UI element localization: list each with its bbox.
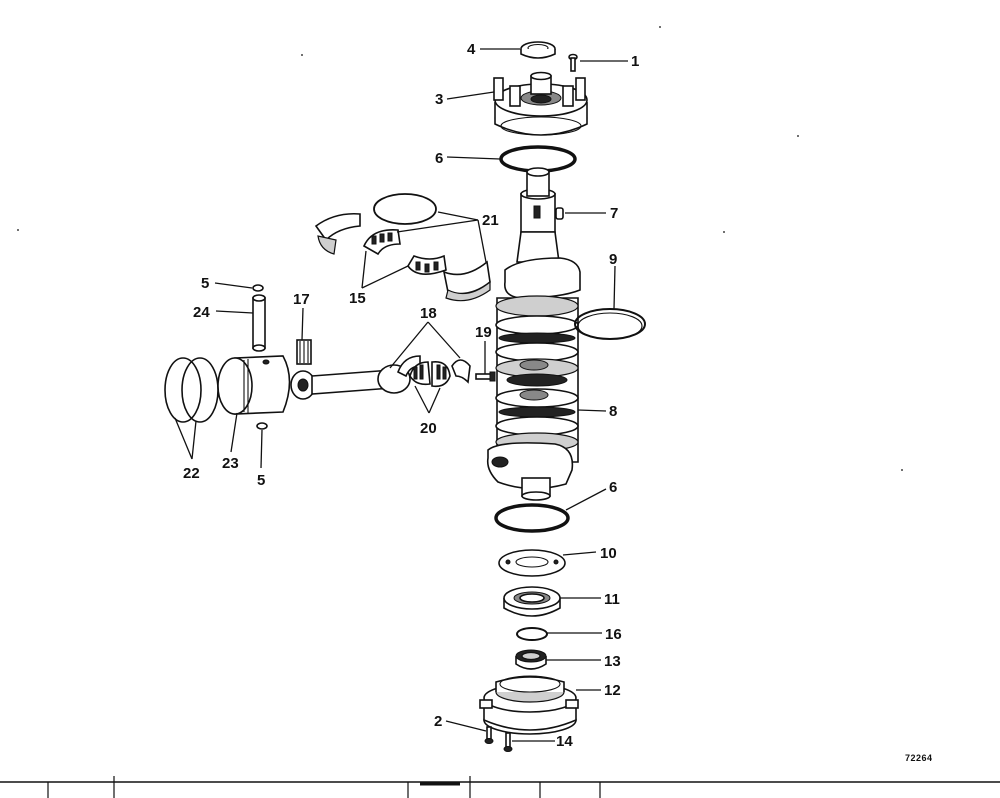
part-19-rod-bolt bbox=[475, 371, 496, 382]
callout-11: 11 bbox=[604, 591, 620, 608]
callout-24: 24 bbox=[193, 304, 210, 321]
callout-labels: 1 2 3 4 5 5 6 6 7 8 9 10 11 12 13 14 15 … bbox=[183, 41, 639, 750]
part-17-needle-cage bbox=[296, 339, 312, 365]
part-5-upper-clip bbox=[252, 284, 264, 292]
callout-4: 4 bbox=[467, 41, 476, 58]
callout-1: 1 bbox=[631, 53, 639, 70]
part-23-piston bbox=[217, 355, 291, 415]
part-8-crankshaft bbox=[486, 167, 581, 501]
part-24-wrist-pin bbox=[252, 294, 266, 352]
callout-12: 12 bbox=[604, 682, 621, 699]
part-11-ball-bearing bbox=[503, 586, 561, 617]
callout-10: 10 bbox=[600, 545, 617, 562]
connecting-rod bbox=[290, 364, 411, 400]
callout-13: 13 bbox=[604, 653, 621, 670]
callout-23: 23 bbox=[222, 455, 239, 472]
part-1-screw bbox=[568, 53, 578, 72]
callout-7: 7 bbox=[610, 205, 618, 222]
callout-19: 19 bbox=[475, 324, 492, 341]
part-6-lower-o-ring bbox=[494, 503, 570, 533]
callout-16: 16 bbox=[605, 626, 622, 643]
part-12-lower-housing bbox=[479, 675, 579, 735]
callout-9: 9 bbox=[609, 251, 617, 268]
part-3-upper-housing bbox=[493, 71, 588, 136]
callout-5-lower: 5 bbox=[257, 472, 265, 489]
part-10-thrust-washer bbox=[498, 549, 566, 577]
part-5-lower-clip bbox=[256, 422, 268, 430]
part-14-screw bbox=[503, 732, 513, 752]
callout-21: 21 bbox=[482, 212, 499, 229]
callout-3: 3 bbox=[435, 91, 443, 108]
callout-8: 8 bbox=[609, 403, 617, 420]
callout-6-lower: 6 bbox=[609, 479, 617, 496]
part-7-key bbox=[555, 207, 564, 220]
part-15-needle-bearing bbox=[362, 229, 447, 275]
part-20-rod-bearing bbox=[409, 360, 451, 388]
scan-specks bbox=[17, 26, 903, 471]
callout-6-upper: 6 bbox=[435, 150, 443, 167]
part-16-retaining-ring bbox=[516, 627, 548, 641]
callout-17: 17 bbox=[293, 291, 310, 308]
callout-14: 14 bbox=[556, 733, 573, 750]
callout-20: 20 bbox=[420, 420, 437, 437]
part-18-rod-cap bbox=[396, 355, 471, 384]
callout-2: 2 bbox=[434, 713, 442, 730]
part-2-screw bbox=[484, 726, 494, 744]
leader-lines bbox=[174, 48, 628, 742]
part-22-piston-rings bbox=[164, 357, 219, 423]
part-4-seal bbox=[520, 41, 556, 59]
part-21-main-bearing bbox=[314, 193, 491, 302]
callout-5-upper: 5 bbox=[201, 275, 209, 292]
callout-15: 15 bbox=[349, 290, 366, 307]
callout-22: 22 bbox=[183, 465, 200, 482]
callout-18: 18 bbox=[420, 305, 437, 322]
figure-code: 72264 bbox=[905, 753, 933, 763]
part-13-seal bbox=[515, 649, 547, 670]
bottom-table-border bbox=[0, 776, 1000, 798]
